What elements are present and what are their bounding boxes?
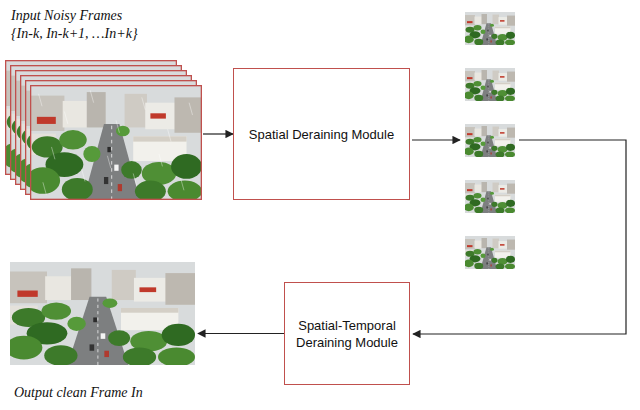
output-frame [5, 262, 195, 367]
derained-frame [464, 12, 515, 46]
flow-arrow [198, 333, 284, 334]
flow-arrow [412, 139, 460, 140]
feedback-arrow [413, 140, 626, 334]
box-label: Spatial Deraining Module [249, 126, 394, 143]
process-box: Spatial Deraining Module [233, 68, 410, 200]
flow-arrow [203, 133, 233, 134]
derained-frame [464, 68, 515, 102]
input-frames-node: Input Noisy Frames{In-k, In-k+1, …In+k} [5, 5, 203, 200]
derained-frame-column [464, 12, 515, 270]
frame-label: Input Noisy Frames [11, 7, 122, 25]
frame-label: Output clean Frame In [14, 384, 143, 402]
derained-frame [464, 124, 515, 158]
output-image [5, 262, 195, 367]
frame-label: {In-k, In-k+1, …In+k} [11, 25, 138, 43]
input-frame-stack [1, 60, 202, 202]
box-label: Spatial-Temporal Deraining Module [293, 317, 401, 351]
output-frame-node: Output clean Frame In [8, 262, 198, 404]
derained-frame [464, 236, 515, 270]
derained-frame [464, 180, 515, 214]
process-box: Spatial-Temporal Deraining Module [284, 282, 410, 385]
input-frame [26, 85, 202, 202]
